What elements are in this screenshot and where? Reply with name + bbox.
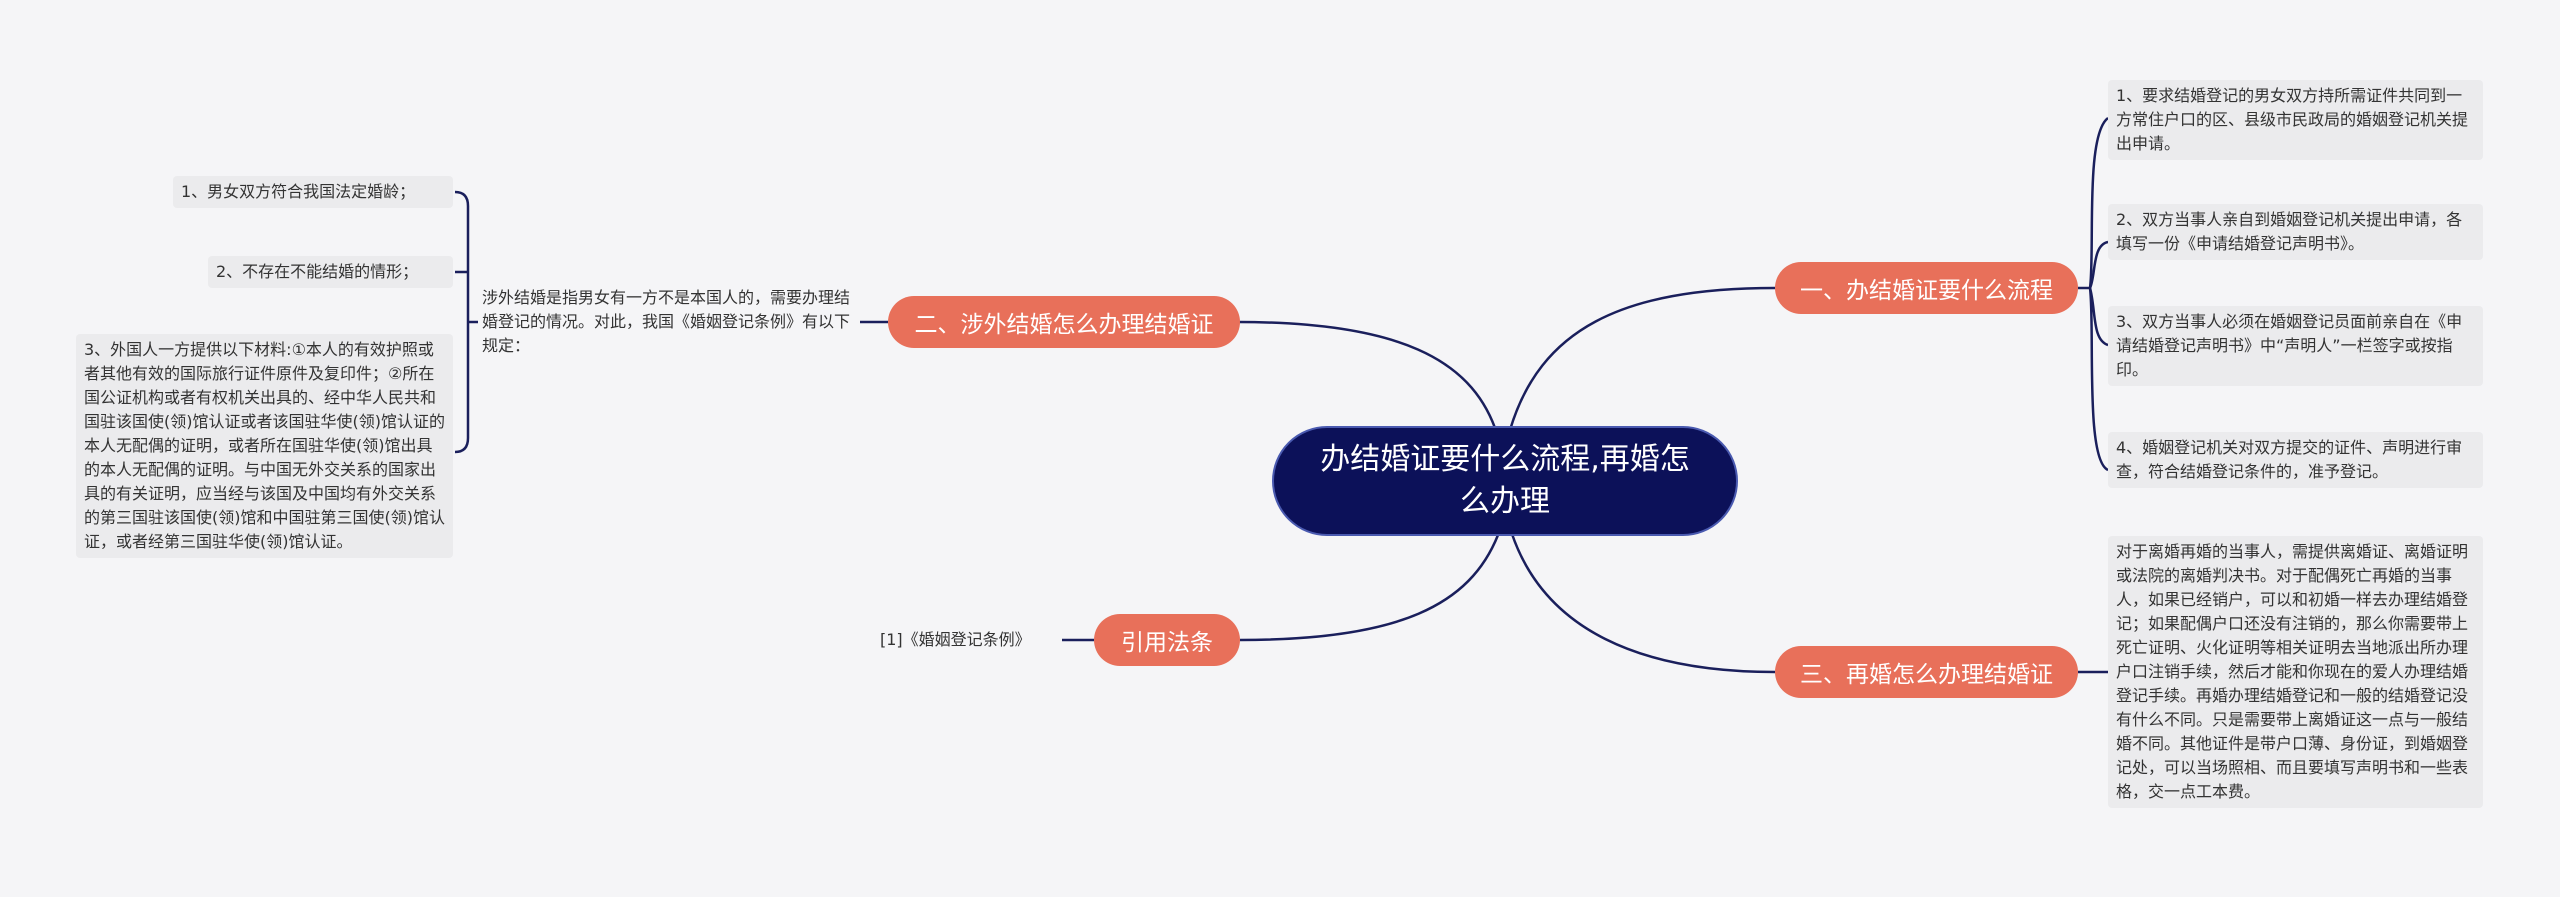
link-center-b4 xyxy=(1239,534,1500,642)
process-step-1-text: 1、要求结婚登记的男女双方持所需证件共同到一方常住户口的区、县级市民政局的婚姻登… xyxy=(2116,86,2469,153)
branch-remarriage-label: 三、再婚怎么办理结婚证 xyxy=(1800,662,2053,688)
foreign-requirement-1-text: 1、男女双方符合我国法定婚龄； xyxy=(181,182,416,201)
process-step-4[interactable]: 4、婚姻登记机关对双方提交的证件、声明进行审查，符合结婚登记条件的，准予登记。 xyxy=(2108,432,2483,488)
branch-cited-law[interactable]: 引用法条 xyxy=(1094,614,1240,666)
branch-foreign-marriage-label: 二、涉外结婚怎么办理结婚证 xyxy=(914,312,1214,338)
foreign-requirement-3[interactable]: 3、外国人一方提供以下材料:①本人的有效护照或者其他有效的国际旅行证件原件及复印… xyxy=(76,334,453,558)
process-step-3-text: 3、双方当事人必须在婚姻登记员面前亲自在《申请结婚登记声明书》中“声明人”一栏签… xyxy=(2116,312,2463,379)
foreign-requirement-2[interactable]: 2、不存在不能结婚的情形； xyxy=(208,256,453,288)
branch-cited-law-label: 引用法条 xyxy=(1121,630,1213,656)
process-step-3[interactable]: 3、双方当事人必须在婚姻登记员面前亲自在《申请结婚登记声明书》中“声明人”一栏签… xyxy=(2108,306,2483,386)
link-b1-leaf1 xyxy=(2078,116,2109,290)
branch-process[interactable]: 一、办结婚证要什么流程 xyxy=(1775,262,2078,314)
central-topic-label: 办结婚证要什么流程,再婚怎么办理 xyxy=(1320,442,1690,519)
remarriage-detail-text: 对于离婚再婚的当事人，需提供离婚证、离婚证明或法院的离婚判决书。对于配偶死亡再婚… xyxy=(2116,542,2469,801)
link-center-b2 xyxy=(1237,320,1497,429)
cited-law-item-text: [1]《婚姻登记条例》 xyxy=(880,630,1031,649)
branch-foreign-marriage[interactable]: 二、涉外结婚怎么办理结婚证 xyxy=(888,296,1240,348)
process-step-4-text: 4、婚姻登记机关对双方提交的证件、声明进行审查，符合结婚登记条件的，准予登记。 xyxy=(2116,438,2463,481)
link-center-b1 xyxy=(1508,286,1776,431)
foreign-requirement-3-text: 3、外国人一方提供以下材料:①本人的有效护照或者其他有效的国际旅行证件原件及复印… xyxy=(84,340,445,551)
foreign-requirement-1[interactable]: 1、男女双方符合我国法定婚龄； xyxy=(173,176,453,208)
remarriage-detail[interactable]: 对于离婚再婚的当事人，需提供离婚证、离婚证明或法院的离婚判决书。对于配偶死亡再婚… xyxy=(2108,536,2483,808)
foreign-marriage-intro[interactable]: 涉外结婚是指男女有一方不是本国人的，需要办理结婚登记的情况。对此，我国《婚姻登记… xyxy=(482,286,858,358)
link-center-b3 xyxy=(1510,533,1776,674)
foreign-requirement-2-text: 2、不存在不能结婚的情形； xyxy=(216,262,419,281)
link-b1-leaf4 xyxy=(2088,287,2109,472)
central-topic[interactable]: 办结婚证要什么流程,再婚怎么办理 xyxy=(1272,426,1738,536)
cited-law-item[interactable]: [1]《婚姻登记条例》 xyxy=(880,628,1060,652)
link-b1-leaf2 xyxy=(2088,240,2109,289)
branch-process-label: 一、办结婚证要什么流程 xyxy=(1800,278,2053,304)
branch-remarriage[interactable]: 三、再婚怎么办理结婚证 xyxy=(1775,646,2078,698)
foreign-marriage-intro-text: 涉外结婚是指男女有一方不是本国人的，需要办理结婚登记的情况。对此，我国《婚姻登记… xyxy=(482,288,851,355)
process-step-1[interactable]: 1、要求结婚登记的男女双方持所需证件共同到一方常住户口的区、县级市民政局的婚姻登… xyxy=(2108,80,2483,160)
process-step-2[interactable]: 2、双方当事人亲自到婚姻登记机关提出申请，各填写一份《申请结婚登记声明书》。 xyxy=(2108,204,2483,260)
link-intro-bracket xyxy=(454,190,478,454)
process-step-2-text: 2、双方当事人亲自到婚姻登记机关提出申请，各填写一份《申请结婚登记声明书》。 xyxy=(2116,210,2463,253)
